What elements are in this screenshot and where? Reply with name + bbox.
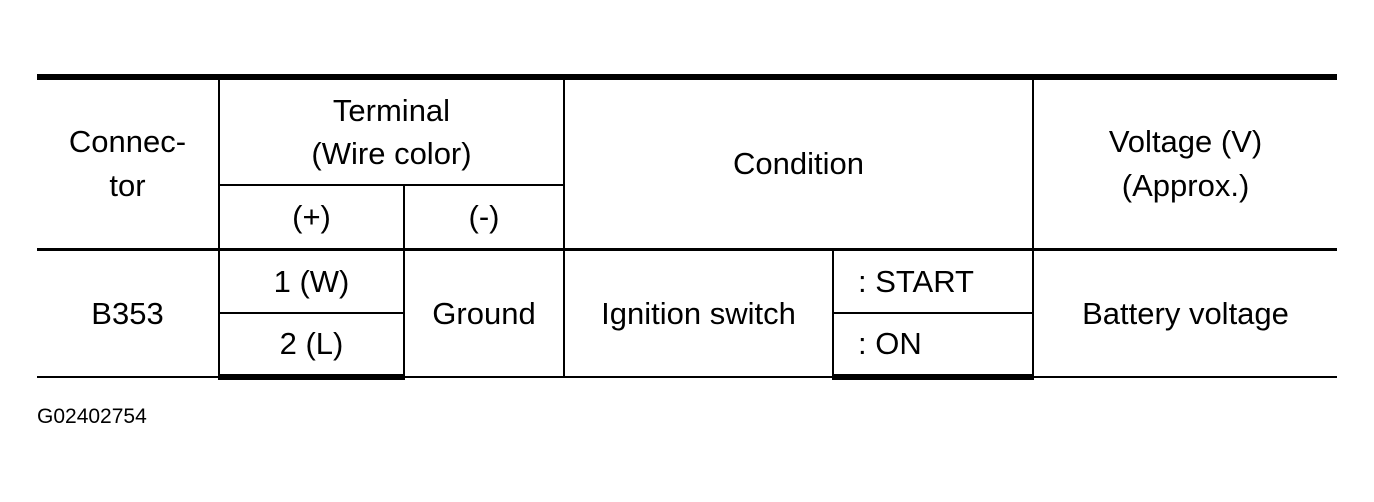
cell-condition-state-2: : ON — [832, 312, 1035, 380]
header-terminal: Terminal (Wire color) — [217, 74, 566, 186]
terminal-voltage-table: Connec- tor Terminal (Wire color) Condit… — [37, 74, 1338, 380]
cell-plus-2: 2 (L) — [218, 312, 405, 380]
header-terminal-minus: (-) — [402, 184, 566, 250]
cell-plus-1: 1 (W) — [218, 247, 405, 314]
cell-condition-state-1: : START — [832, 247, 1035, 314]
cell-minus: Ground — [402, 247, 566, 378]
header-voltage: Voltage (V) (Approx.) — [1032, 74, 1338, 250]
header-terminal-plus: (+) — [218, 184, 405, 250]
spec-table: Connec- tor Terminal (Wire color) Condit… — [37, 74, 1338, 380]
cell-condition-item: Ignition switch — [563, 247, 835, 378]
header-connector: Connec- tor — [37, 74, 220, 250]
figure-code: G02402754 — [37, 405, 147, 428]
cell-voltage: Battery voltage — [1032, 247, 1338, 378]
header-condition: Condition — [563, 74, 1035, 250]
cell-connector: B353 — [37, 247, 220, 378]
